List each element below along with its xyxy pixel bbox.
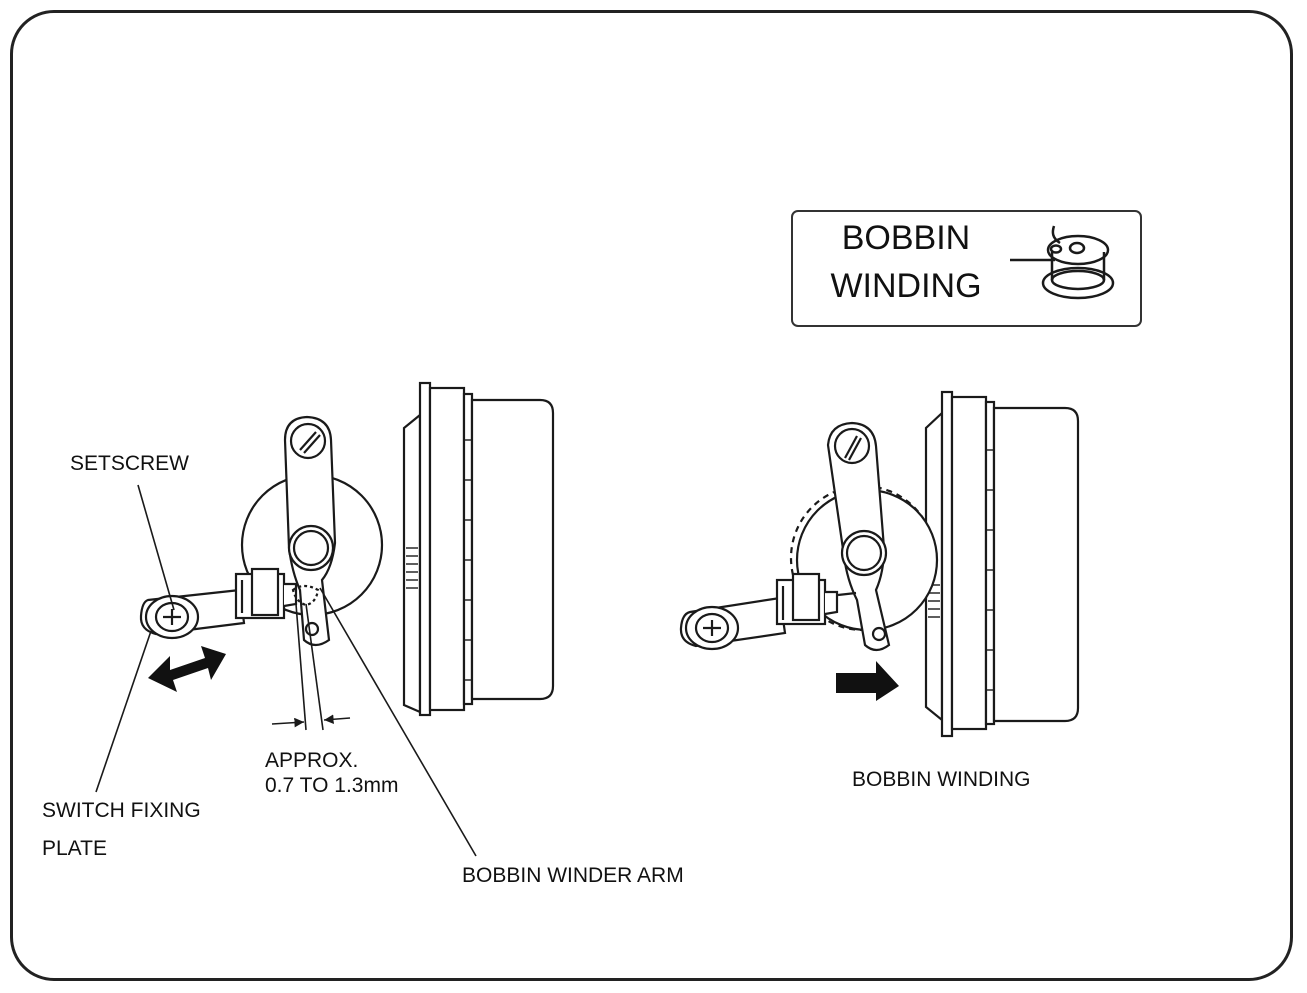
- indicator-title-line1: BOBBIN: [841, 219, 971, 257]
- approx-line1: APPROX.: [265, 749, 359, 772]
- switch-fixing-plate-right: [679, 572, 839, 651]
- bobbin-winder-arm-left: [283, 415, 337, 647]
- indicator-panel-title: BOBBIN WINDING: [806, 214, 1006, 311]
- approx-line2: 0.7 TO 1.3mm: [265, 774, 399, 797]
- switch-fixing-plate-line2: PLATE: [42, 837, 107, 860]
- switch-fixing-plate-label: SWITCH FIXING PLATE: [42, 792, 201, 868]
- bobbin-winding-label: BOBBIN WINDING: [852, 768, 1031, 791]
- indicator-title-line2: WINDING: [830, 267, 982, 306]
- bobbin-icon: [1010, 225, 1115, 300]
- indicator-panel: [791, 210, 1142, 327]
- double-arrow: [148, 646, 226, 692]
- approx-gap-label: APPROX. 0.7 TO 1.3mm: [265, 748, 398, 798]
- handwheel-left: [402, 381, 555, 717]
- diagram-frame: [10, 10, 1293, 981]
- switch-fixing-plate-left: [139, 567, 298, 640]
- handwheel-right: [924, 390, 1080, 738]
- bobbin-winder-arm-label: BOBBIN WINDER ARM: [462, 864, 684, 887]
- push-arrow: [836, 661, 899, 701]
- switch-fixing-plate-line1: SWITCH FIXING: [42, 799, 201, 822]
- setscrew-label: SETSCREW: [70, 452, 190, 475]
- bobbin-winder-arm-right: [826, 421, 891, 652]
- leader-lines-left: [95, 484, 477, 857]
- gap-dimension: [271, 603, 351, 731]
